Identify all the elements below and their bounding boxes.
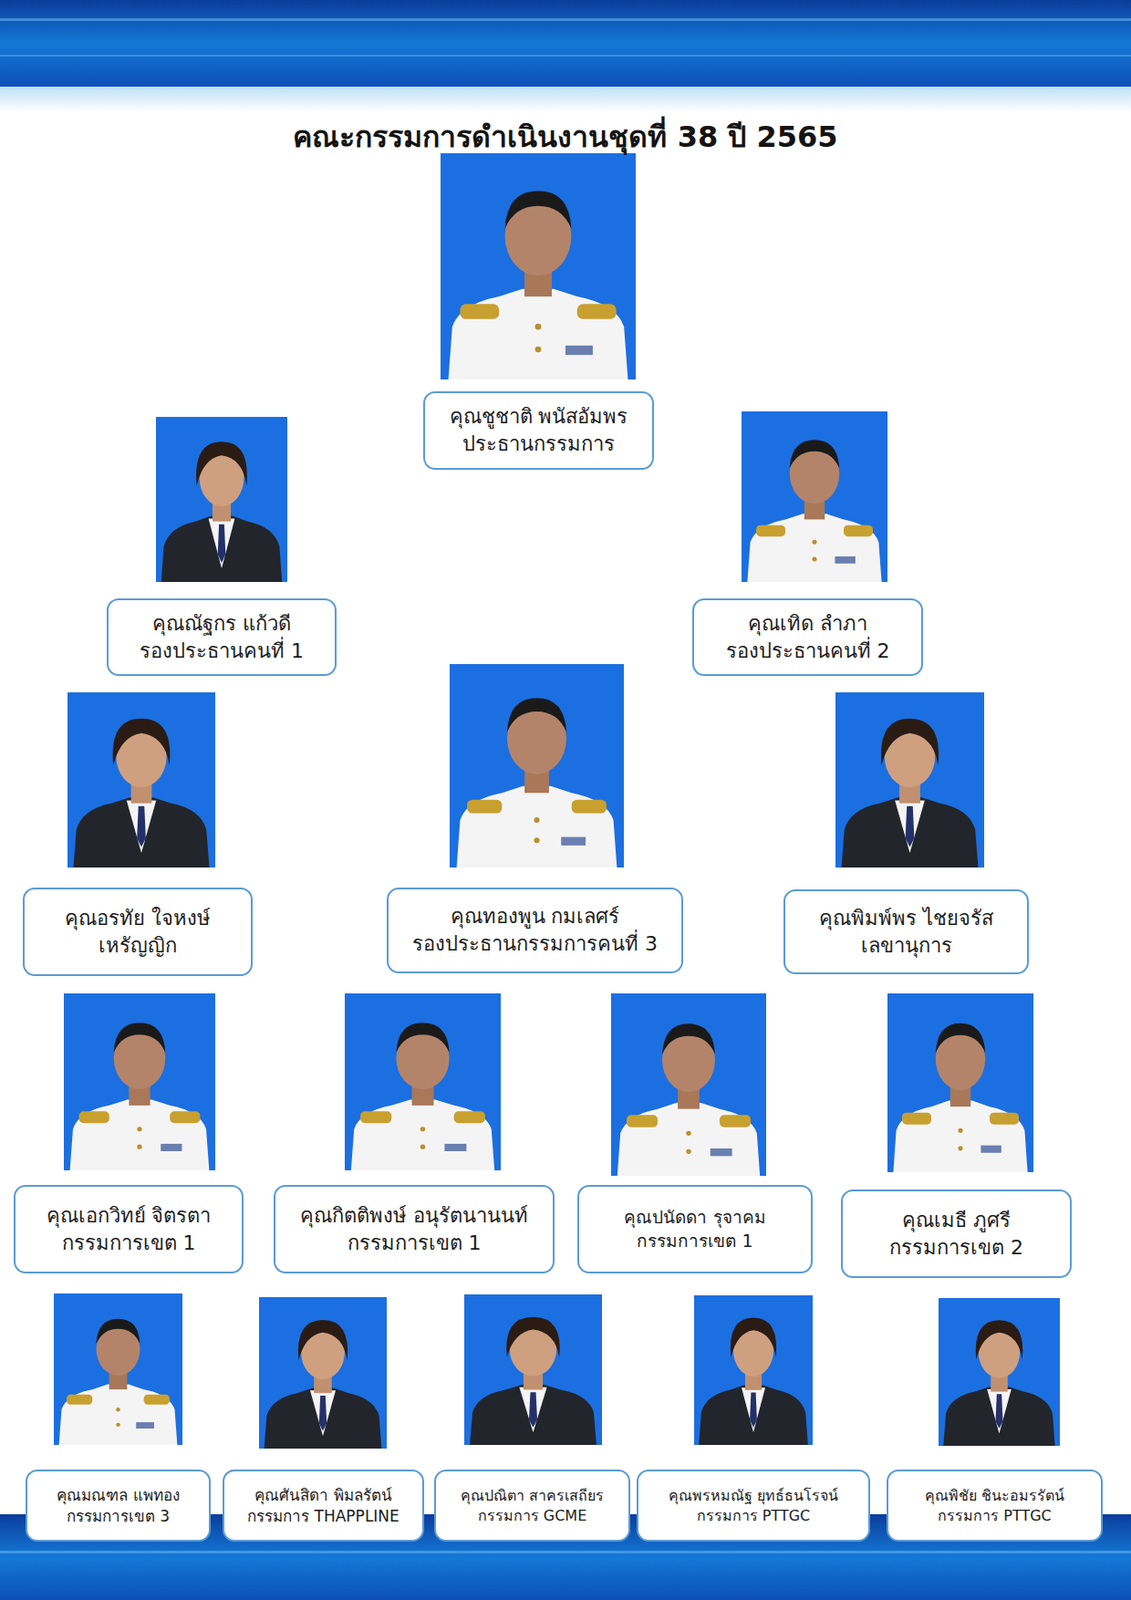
member-box: คุณณัฐกร แก้วดีรองประธานคนที่ 1	[106, 598, 337, 676]
member-role: เหรัญญิก	[98, 932, 177, 960]
member-box: คุณพิชัย ชินะอมรรัตน์กรรมการ PTTGC	[886, 1469, 1103, 1542]
member-name: คุณเอกวิทย์ จิตรตา	[46, 1202, 212, 1230]
member-box: คุณศันสิดา พิมลรัตน์กรรมการ THAPPLINE	[222, 1469, 425, 1542]
member-name: คุณณัฐกร แก้วดี	[152, 610, 291, 638]
member-role: กรรมการเขต 1	[62, 1229, 197, 1257]
member-box: คุณปณิตา สาครเสถียรกรรมการ GCME	[434, 1469, 631, 1542]
member-box: คุณเมธี ภูศรีกรรมการเขต 2	[840, 1189, 1072, 1278]
member-box: คุณมณฑล แพทองกรรมการเขต 3	[25, 1469, 211, 1542]
member-name: คุณเมธี ภูศรี	[902, 1206, 1011, 1235]
member-role: กรรมการเขต 1	[347, 1229, 482, 1257]
member-box: คุณพิมพ์พร ไชยจรัสเลขานุการ	[783, 889, 1029, 975]
member-name: คุณปนัดดา รุจาคม	[623, 1205, 766, 1230]
member-role: ประธานกรรมการ	[462, 430, 615, 458]
member-role: กรรมการ THAPPLINE	[247, 1505, 400, 1527]
member-name: คุณมณฑล แพทอง	[56, 1484, 179, 1506]
member-name: คุณศันสิดา พิมลรัตน์	[254, 1484, 392, 1506]
member-box: คุณปนัดดา รุจาคมกรรมการเขต 1	[577, 1184, 813, 1274]
member-box: คุณเอกวิทย์ จิตรตากรรมการเขต 1	[13, 1184, 244, 1274]
member-role: กรรมการ GCME	[477, 1505, 588, 1526]
member-box: คุณทองพูน กมเลศร์รองประธานกรรมการคนที่ 3	[386, 887, 684, 974]
member-name: คุณกิตติพงษ์ อนุรัตนานนท์	[300, 1202, 529, 1230]
member-name: คุณเทิด ลำภา	[747, 610, 868, 638]
member-box: คุณเทิด ลำภารองประธานคนที่ 2	[692, 598, 924, 676]
member-box: คุณพรหมณัฐ ยุทธ์ธนโรจน์กรรมการ PTTGC	[636, 1469, 871, 1542]
member-box: คุณกิตติพงษ์ อนุรัตนานนท์กรรมการเขต 1	[273, 1184, 555, 1274]
chart-title: คณะกรรมการดำเนินงานชุดที่ 38 ปี 2565	[0, 113, 1131, 160]
member-role: รองประธานคนที่ 1	[139, 637, 304, 665]
member-name: คุณชูชาติ พนัสอัมพร	[449, 403, 629, 431]
member-role: กรรมการ PTTGC	[937, 1505, 1052, 1526]
member-box: คุณชูชาติ พนัสอัมพรประธานกรรมการ	[423, 391, 654, 470]
member-role: รองประธานกรรมการคนที่ 3	[412, 930, 658, 958]
member-role: กรรมการเขต 3	[66, 1505, 170, 1527]
member-name: คุณปณิตา สาครเสถียร	[460, 1485, 604, 1506]
member-role: กรรมการเขต 1	[636, 1229, 753, 1254]
member-name: คุณทองพูน กมเลศร์	[450, 902, 621, 931]
member-role: กรรมการ PTTGC	[696, 1505, 811, 1526]
member-role: เลขานุการ	[861, 932, 953, 960]
member-box: คุณอรทัย ใจหงษ์เหรัญญิก	[22, 887, 253, 976]
member-name: คุณพรหมณัฐ ยุทธ์ธนโรจน์	[668, 1485, 839, 1506]
member-name: คุณพิมพ์พร ไชยจรัส	[819, 904, 994, 933]
member-role: รองประธานคนที่ 2	[726, 637, 891, 665]
member-role: กรรมการเขต 2	[889, 1234, 1024, 1262]
member-name: คุณอรทัย ใจหงษ์	[64, 904, 211, 933]
member-name: คุณพิชัย ชินะอมรรัตน์	[924, 1485, 1065, 1506]
